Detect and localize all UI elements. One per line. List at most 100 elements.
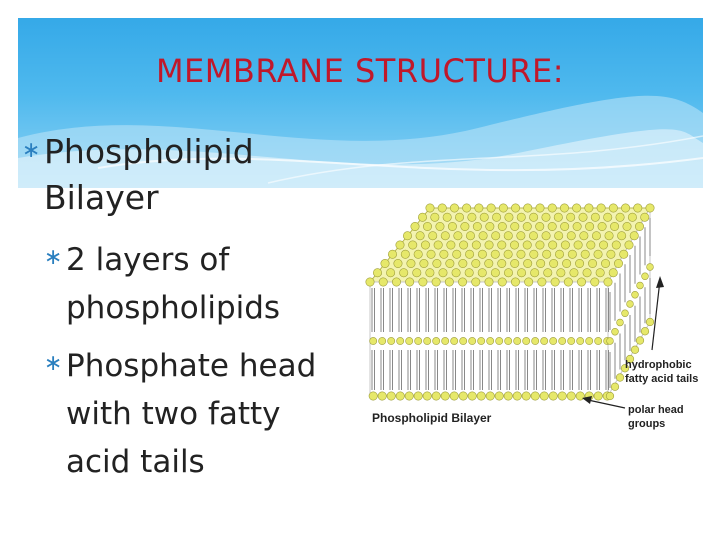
head-group — [503, 231, 513, 241]
head-group — [548, 240, 558, 250]
head-group — [554, 231, 564, 241]
head-group — [594, 337, 603, 345]
head-group — [450, 337, 459, 345]
bullet-marker: ∗ — [22, 138, 41, 163]
head-group — [604, 231, 614, 241]
phospholipid-bilayer-diagram: hydrophobic fatty acid tails polar head … — [365, 203, 698, 430]
head-group — [617, 231, 627, 241]
head-group — [558, 337, 567, 345]
head-group — [622, 221, 632, 231]
head-group — [590, 277, 600, 287]
head-group — [549, 258, 559, 268]
head-group — [620, 364, 630, 373]
head-group — [435, 221, 445, 231]
head-group — [432, 258, 442, 268]
head-group — [645, 317, 655, 327]
tails-label-line-2: fatty acid tails — [625, 373, 698, 385]
diagram-caption: Phospholipid Bilayer — [372, 411, 492, 425]
head-group — [446, 240, 456, 250]
head-group — [425, 268, 435, 278]
head-group — [445, 258, 455, 268]
head-group — [497, 221, 507, 231]
head-group — [580, 249, 590, 259]
head-group — [513, 337, 522, 345]
head-group — [619, 249, 629, 259]
head-group — [476, 391, 486, 401]
bullet-3-line-1: Phosphate head — [66, 348, 317, 384]
head-group — [577, 277, 587, 287]
head-group — [634, 221, 644, 231]
head-group — [553, 212, 563, 222]
head-group — [524, 277, 534, 287]
head-group — [477, 268, 487, 278]
head-group — [541, 212, 551, 222]
head-group — [528, 231, 538, 241]
head-group — [459, 240, 469, 250]
head-group — [535, 221, 545, 231]
head-group — [440, 391, 450, 401]
head-group — [440, 231, 450, 241]
head-group — [624, 240, 634, 250]
head-group — [573, 240, 583, 250]
head-group — [484, 258, 494, 268]
bullet-item-3: ∗Phosphate head with two fatty acid tail… — [44, 340, 364, 486]
head-group — [588, 258, 598, 268]
head-group — [423, 337, 432, 345]
head-group — [585, 221, 595, 231]
head-group — [378, 277, 388, 287]
head-group — [420, 240, 430, 250]
head-group — [412, 268, 422, 278]
head-group — [627, 212, 637, 222]
head-group — [610, 382, 620, 391]
head-group — [542, 249, 552, 259]
head-group — [484, 240, 494, 250]
head-group — [464, 268, 474, 278]
head-group — [606, 249, 616, 259]
head-group — [549, 337, 558, 345]
head-group — [396, 337, 405, 345]
head-group — [497, 258, 507, 268]
tails-label: hydrophobic fatty acid tails — [625, 276, 698, 385]
bullet-1-line-1: Phospholipid — [44, 132, 254, 171]
head-group — [386, 391, 396, 401]
head-group — [452, 249, 462, 259]
head-group — [547, 221, 557, 231]
head-group — [418, 277, 428, 287]
head-group — [636, 281, 644, 290]
head-group — [491, 231, 501, 241]
head-group — [465, 249, 475, 259]
head-group — [510, 277, 520, 287]
head-group — [449, 391, 459, 401]
head-group — [603, 212, 613, 222]
head-group — [575, 391, 585, 401]
head-group — [503, 249, 513, 259]
head-group — [540, 337, 549, 345]
head-group — [380, 258, 390, 268]
head-group — [495, 337, 504, 345]
head-group — [458, 258, 468, 268]
head-group — [630, 345, 640, 354]
head-group — [442, 212, 452, 222]
head-group — [426, 249, 436, 259]
head-group — [576, 337, 585, 345]
head-group — [615, 373, 625, 382]
head-group — [404, 391, 414, 401]
head-group — [560, 240, 570, 250]
head-group — [377, 391, 387, 401]
head-group — [593, 391, 603, 401]
head-group — [447, 221, 457, 231]
head-group — [405, 337, 414, 345]
head-group — [615, 212, 625, 222]
heads-label-line-2: groups — [628, 418, 665, 430]
bullet-item-1: ∗Phospholipid Bilayer — [22, 128, 322, 221]
head-group — [547, 203, 557, 213]
head-group — [522, 337, 531, 345]
head-group — [584, 203, 594, 213]
head-group — [437, 203, 447, 213]
head-group — [503, 268, 513, 278]
head-group — [608, 268, 618, 278]
head-group — [433, 240, 443, 250]
head-group — [477, 249, 487, 259]
head-group — [593, 249, 603, 259]
head-group — [387, 337, 396, 345]
